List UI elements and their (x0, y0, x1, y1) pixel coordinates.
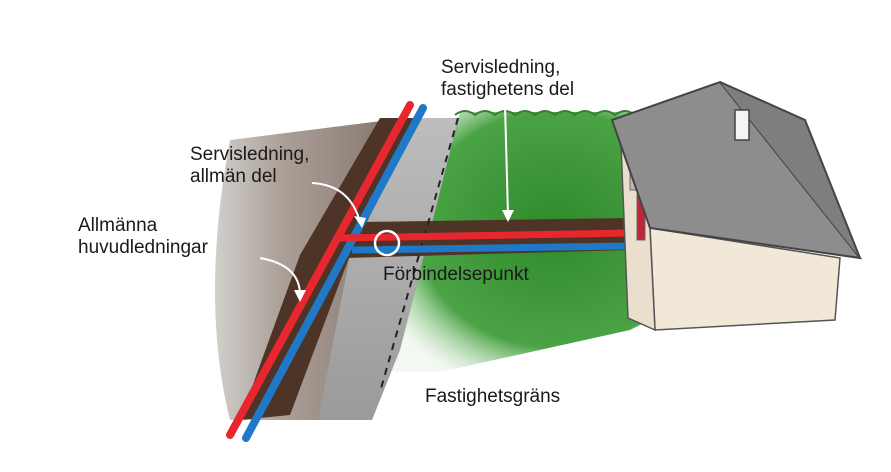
label-main-lines-line1: Allmänna (78, 215, 158, 236)
leader-lines (259, 104, 509, 296)
house (610, 80, 863, 332)
branch-sewer-pipe (351, 242, 631, 254)
property-boundary-line (379, 117, 459, 393)
label-service-property-line1: Servisledning, (441, 57, 561, 78)
main-water-pipe (226, 101, 414, 439)
connection-point-marker (373, 229, 401, 257)
branch-water-pipe (339, 229, 631, 242)
label-service-public-line1: Servisledning, (190, 144, 310, 165)
label-service-property-line2: fastighetens del (441, 79, 575, 100)
label-main-lines-line2: huvudledningar (78, 237, 208, 258)
label-property-boundary: Fastighetsgräns (425, 386, 561, 407)
label-service-public-line2: allmän del (190, 166, 277, 187)
road (318, 118, 460, 420)
label-connection-point: Förbindelsepunkt (383, 264, 529, 285)
main-sewer-pipe (242, 104, 427, 442)
